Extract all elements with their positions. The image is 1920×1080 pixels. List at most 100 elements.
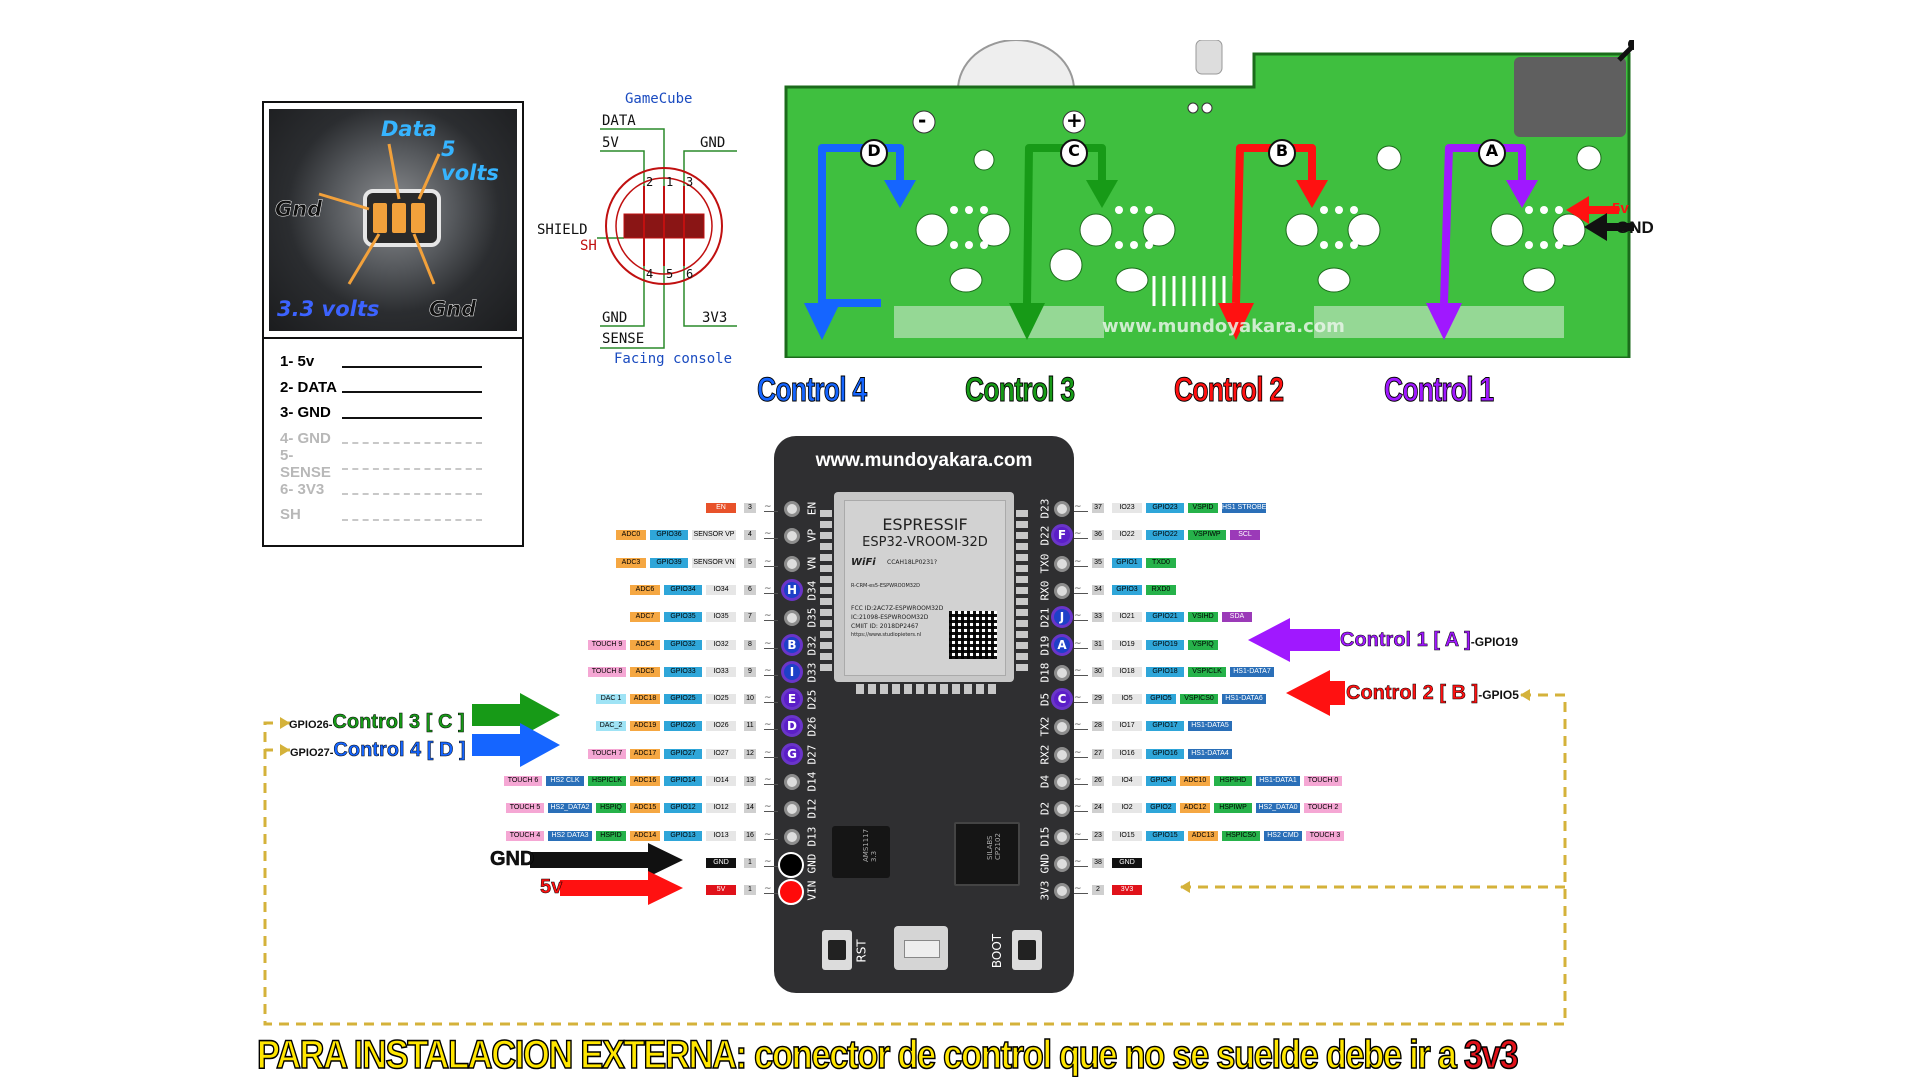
- connector-pinout-card: Data 5 volts Gnd 3.3 volts Gnd 1- 5v 2- …: [262, 101, 524, 547]
- pin-function-tag: HS2_DATA0: [1256, 803, 1300, 813]
- pin-list-row: 6- 3V3: [280, 477, 482, 503]
- pin-function-tag: GPIO18: [1146, 667, 1184, 677]
- header-pin-name: D22: [1038, 525, 1052, 546]
- module-brand: ESPRESSIF: [882, 515, 968, 534]
- pin-function-tag: VSPIWP: [1188, 530, 1226, 540]
- pin-function-tag: ADC5: [630, 667, 660, 677]
- rst-button[interactable]: [822, 930, 852, 970]
- footer-part-3: 3v3: [1463, 1032, 1519, 1078]
- gc-pin-number: 4: [646, 267, 653, 281]
- photo-leader-lines: [318, 143, 441, 285]
- pin-function-tag: ADC15: [630, 803, 660, 813]
- pin-connector-mark: ~: [764, 612, 778, 621]
- pin-function-tag: GPIO5: [1146, 694, 1176, 704]
- pin-function-tag: GPIO19: [1146, 640, 1184, 650]
- header-pin-hole: [1054, 719, 1070, 735]
- pin-connector-mark: ~: [764, 803, 778, 812]
- gc-pin-number: 6: [686, 267, 693, 281]
- pin-connector-mark: ~: [764, 776, 778, 785]
- pin-marker-f: F: [1051, 524, 1073, 546]
- header-pin-name: D4: [1038, 774, 1052, 789]
- module-cert-2: R-CRM-es5-ESPWROOM32D: [851, 583, 920, 589]
- pin-function-tag: VSPID: [1188, 503, 1218, 513]
- header-pin-name: D19: [1038, 635, 1052, 656]
- gc-caption: Facing console: [614, 351, 732, 367]
- pin-connector-mark: ~: [1074, 803, 1088, 812]
- label-5-volts: 5 volts: [441, 137, 499, 185]
- pin-function-tag: GPIO27: [664, 749, 702, 759]
- pin-function-tag: HS1 STROBE: [1222, 503, 1266, 513]
- pin-function-tag: GPIO2: [1146, 803, 1176, 813]
- pin-function-tag: TOUCH 7: [588, 749, 626, 759]
- pin-connector-mark: ~: [1074, 721, 1088, 730]
- pin-connector-mark: ~: [764, 721, 778, 730]
- header-pin-name: D26: [805, 716, 819, 737]
- pin-function-tag: HS1-DATA7: [1230, 667, 1274, 677]
- pin-function-tag: HS2 CMD: [1264, 831, 1302, 841]
- pin-function-tag: IO32: [706, 640, 736, 650]
- connector-photo: Data 5 volts Gnd 3.3 volts Gnd: [269, 109, 517, 331]
- pin-function-tag: IO35: [706, 612, 736, 622]
- header-pin-hole: [1054, 801, 1070, 817]
- header-pin-name: VN: [805, 556, 819, 571]
- usb-opening: [904, 940, 940, 958]
- header-pin-name: D33: [805, 662, 819, 683]
- pin-number-tag: 1: [744, 858, 756, 868]
- pin-function-tag: GPIO34: [664, 585, 702, 595]
- gamecube-title: GameCube: [625, 91, 692, 107]
- pin-function-tag: GPIO33: [664, 667, 702, 677]
- pin-marker-i: I: [781, 661, 803, 683]
- pin-list-row: 5- SENSE: [280, 447, 482, 481]
- pin-connector-mark: ~: [764, 503, 778, 512]
- pin-connector-mark: ~: [764, 640, 778, 649]
- pin-list: 1- 5v 2- DATA 3- GND 4- GND 5- SENSE 6- …: [280, 349, 482, 528]
- pin-function-tag: GPIO4: [1146, 776, 1176, 786]
- pin-connector-mark: ~: [1074, 885, 1088, 894]
- pin-function-tag: ADC10: [1180, 776, 1210, 786]
- pin-function-tag: TOUCH 8: [588, 667, 626, 677]
- pin-function-tag: HS1-DATA5: [1188, 721, 1232, 731]
- header-pin-hole: [1054, 747, 1070, 763]
- boot-button[interactable]: [1012, 930, 1042, 970]
- pin-connector-mark: ~: [1074, 640, 1088, 649]
- header-pin-name: D34: [805, 580, 819, 601]
- pin-function-tag: IO17: [1112, 721, 1142, 731]
- pin-connector-mark: ~: [1074, 530, 1088, 539]
- pin-function-tag: TXD0: [1146, 558, 1176, 568]
- pin-number-tag: 10: [744, 694, 756, 704]
- gc-label-data: DATA: [602, 113, 636, 129]
- pin-connector-mark: ~: [1074, 503, 1088, 512]
- pin-function-tag: GPIO35: [664, 612, 702, 622]
- header-pin-name: GND: [1038, 853, 1052, 874]
- micro-usb-port[interactable]: [894, 926, 948, 970]
- pin-function-tag: GPIO17: [1146, 721, 1184, 731]
- pin-number-tag: 3: [744, 503, 756, 513]
- module-pads-right: [1016, 506, 1028, 671]
- pin-connector-mark: ~: [1074, 558, 1088, 567]
- gc-label-shield: SHIELD: [537, 222, 588, 238]
- pin-function-tag: GPIO25: [664, 694, 702, 704]
- label-data: Data: [381, 117, 437, 141]
- header-pin-name: D32: [805, 635, 819, 656]
- footer-note: PARA INSTALACION EXTERNA: conector de co…: [256, 1032, 1519, 1078]
- pin-function-tag: IO18: [1112, 667, 1142, 677]
- pcb-watermark: www.mundoyakara.com: [1102, 316, 1345, 337]
- header-pin-name: D18: [1038, 662, 1052, 683]
- pin-function-tag: EN: [706, 503, 736, 513]
- pin-number-tag: 7: [744, 612, 756, 622]
- pin-function-tag: GPIO1: [1112, 558, 1142, 568]
- pin-marker-g: G: [781, 743, 803, 765]
- pin-function-tag: VSPICS0: [1180, 694, 1218, 704]
- connector-pin: [392, 203, 406, 233]
- pin-number-tag: 11: [744, 721, 756, 731]
- pin-function-tag: IO33: [706, 667, 736, 677]
- module-cert-1: CCAH18LP0231?: [887, 559, 938, 566]
- control-4-annotation: GPIO27-Control 4 [ D ]: [290, 739, 466, 762]
- pin-function-tag: IO25: [706, 694, 736, 704]
- control-1-annotation: Control 1 [ A ]-GPIO19: [1340, 629, 1519, 652]
- pin-list-row: 4- GND: [280, 426, 482, 452]
- gc-pin-number: 5: [666, 267, 673, 281]
- boot-label: BOOT: [990, 933, 1005, 969]
- header-pin-name: TX0: [1038, 553, 1052, 574]
- pin-connector-mark: ~: [764, 530, 778, 539]
